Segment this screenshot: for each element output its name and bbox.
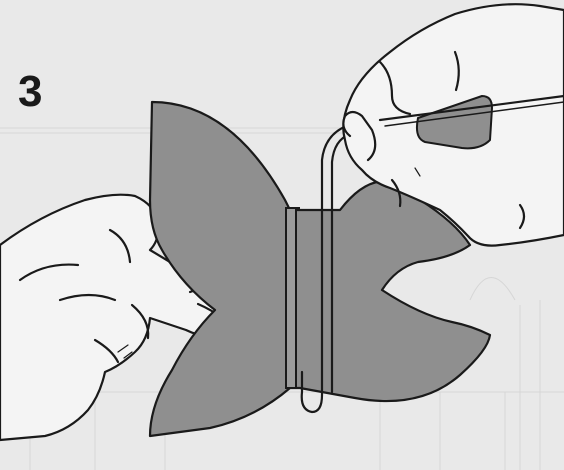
rubber-band	[286, 208, 296, 388]
step-number: 3	[18, 70, 42, 114]
